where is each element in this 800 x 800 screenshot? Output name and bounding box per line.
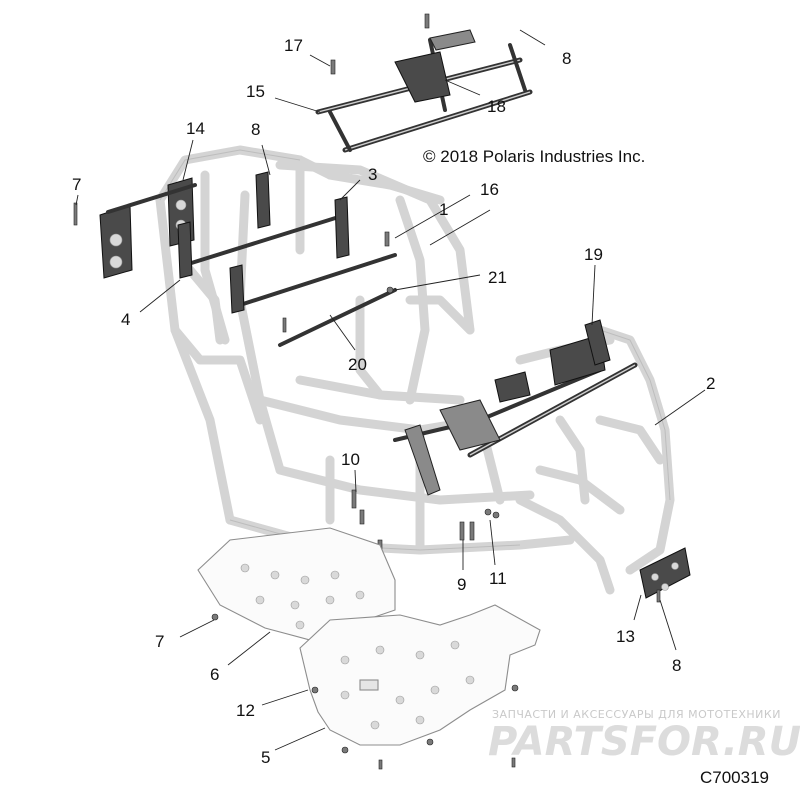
- callout-6: 6: [210, 665, 219, 684]
- callout-1: 1: [439, 200, 448, 219]
- callout-10: 10: [341, 450, 360, 469]
- leader-lines: [75, 29, 706, 751]
- front-bumper-assembly: [393, 319, 638, 496]
- callout-9: 9: [457, 575, 466, 594]
- watermark-brand: PARTSFOR.RU: [488, 719, 800, 765]
- callout-8-rack: 8: [562, 49, 571, 68]
- callout-4: 4: [121, 310, 130, 329]
- callout-16: 16: [480, 180, 499, 199]
- callout-11: 11: [489, 569, 507, 588]
- callout-7-skid: 7: [155, 632, 164, 651]
- callout-5: 5: [261, 748, 270, 767]
- callout-15: 15: [246, 82, 265, 101]
- diagram-id: C700319: [700, 768, 769, 787]
- skid-plate-front: [197, 527, 396, 641]
- callout-12: 12: [236, 701, 255, 720]
- callout-20: 20: [348, 355, 367, 374]
- rear-brace-assembly: [177, 171, 397, 347]
- callout-14: 14: [186, 119, 205, 138]
- skid-plate-rear: [211, 604, 541, 770]
- callout-19: 19: [584, 245, 603, 264]
- callout-8-brace: 8: [251, 120, 260, 139]
- rear-rack-assembly: [315, 13, 533, 153]
- left-bracket-assembly: [73, 177, 197, 279]
- callout-18: 18: [487, 97, 506, 116]
- callout-8-tow: 8: [672, 656, 681, 675]
- callout-3: 3: [368, 165, 377, 184]
- callout-13: 13: [616, 627, 635, 646]
- watermark-tagline: ЗАПЧАСТИ И АКСЕССУАРЫ ДЛЯ МОТОТЕХНИКИ: [492, 708, 781, 721]
- front-tow-plate: [639, 547, 691, 603]
- callout-17: 17: [284, 36, 303, 55]
- copyright-notice: © 2018 Polaris Industries Inc.: [423, 147, 645, 166]
- callout-7-bracket: 7: [72, 175, 81, 194]
- callout-2: 2: [706, 374, 715, 393]
- callout-21: 21: [488, 268, 507, 287]
